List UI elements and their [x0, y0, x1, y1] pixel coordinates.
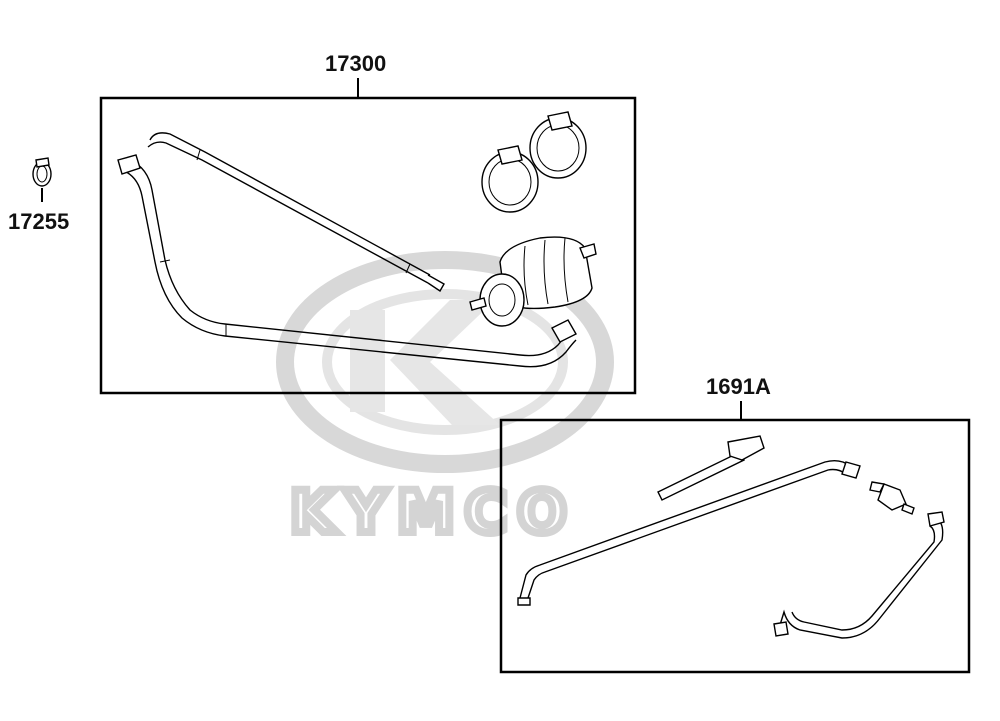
purge-hose-long	[519, 459, 851, 599]
watermark-ring-inner	[322, 289, 568, 435]
part-number-17255[interactable]: 17255	[8, 209, 69, 234]
part-number-17300[interactable]: 17300	[325, 51, 386, 76]
small-hose-clamp	[32, 157, 52, 187]
hose-clamp-large-left	[481, 145, 539, 213]
cable-tie-strap	[657, 451, 745, 501]
assembly-17300-parts	[117, 111, 597, 368]
hose-fitting-left	[117, 154, 141, 175]
hose-ring-c	[159, 259, 171, 263]
purge-hose-short-end-bottom	[773, 621, 789, 637]
breather-hose-upper-end	[427, 274, 445, 292]
purge-hose-end-left	[517, 597, 531, 606]
canister-ribs	[523, 237, 569, 306]
callout-1691A: 1691A	[499, 374, 971, 674]
valve-inlet	[869, 481, 886, 493]
callout-17255: 17255	[8, 157, 69, 234]
small-clamp-tab	[35, 157, 50, 168]
callout-17300: 17300	[99, 51, 637, 395]
canister-cap-inner	[488, 283, 516, 317]
assembly-box-1691A	[499, 418, 971, 674]
hose-ring-a	[196, 149, 201, 161]
assembly-1691A-parts	[517, 435, 945, 639]
vent-hose-lower	[121, 159, 577, 368]
watermark-ring-outer	[276, 251, 614, 473]
purge-hose-short	[779, 517, 944, 639]
clamp-screw-housing	[547, 111, 573, 131]
canister-nipple-top	[579, 243, 597, 259]
clamp-screw-housing	[497, 145, 523, 165]
charcoal-canister	[469, 236, 597, 327]
hose-ring-b	[405, 263, 411, 274]
hose-fitting-right	[551, 319, 577, 343]
canister-nipple-side	[469, 297, 487, 311]
purge-hose-end-right	[841, 461, 861, 479]
assembly-box-17300	[99, 96, 637, 395]
cable-tie	[657, 435, 765, 501]
watermark-k-mark	[350, 300, 500, 425]
valve-body	[877, 483, 907, 511]
check-valve	[869, 481, 915, 515]
breather-hose-upper	[147, 132, 431, 284]
cable-tie-head	[727, 435, 765, 461]
part-number-1691A[interactable]: 1691A	[706, 374, 771, 399]
valve-outlet	[901, 503, 915, 515]
watermark-brand-text: KYMCO	[290, 478, 577, 546]
purge-hose-short-end-top	[927, 511, 945, 527]
canister-end-cap	[479, 273, 525, 327]
hose-clamp-large-right	[529, 111, 587, 179]
